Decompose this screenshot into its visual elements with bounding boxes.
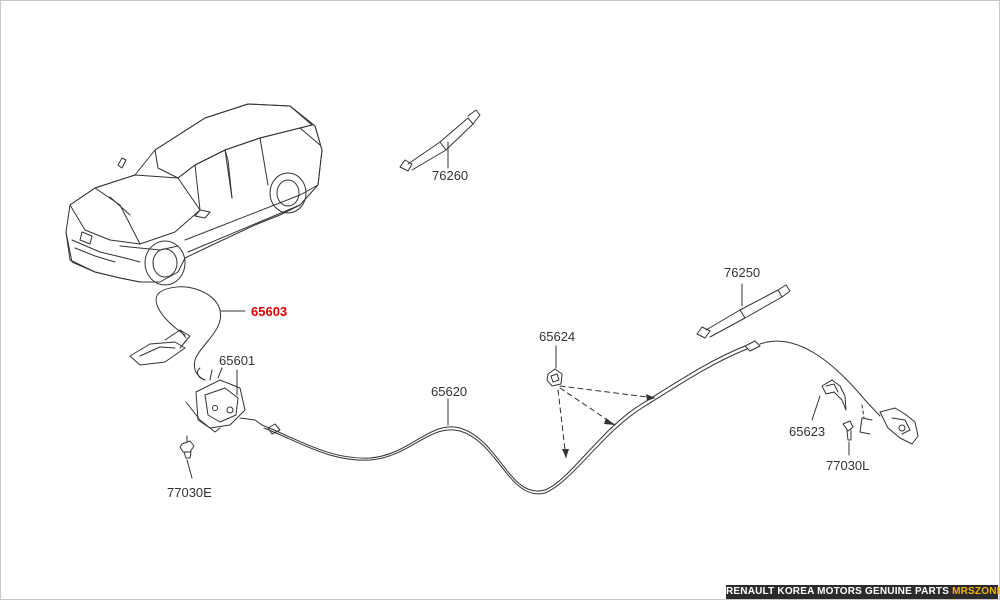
part-label-77030E[interactable]: 77030E bbox=[167, 485, 212, 500]
part-label-76250[interactable]: 76250 bbox=[724, 265, 761, 280]
footer-brand-text: RENAULT KOREA MOTORS GENUINE PARTS bbox=[726, 586, 953, 597]
clip-65624[interactable] bbox=[546, 345, 563, 387]
part-label-77030L[interactable]: 77030L bbox=[826, 458, 870, 473]
hood-latch-65601[interactable] bbox=[185, 367, 263, 433]
bolt-77030L[interactable] bbox=[842, 420, 854, 456]
part-label-65603[interactable]: 65603 bbox=[251, 304, 288, 319]
cable-65620[interactable] bbox=[261, 340, 881, 495]
footer-accent-text: MRSZONE bbox=[952, 586, 1000, 597]
release-handle-65603[interactable] bbox=[129, 286, 246, 381]
bolt-77030E[interactable] bbox=[179, 435, 195, 479]
gas-strut-76260[interactable] bbox=[399, 109, 481, 172]
clip-leader-arrows bbox=[562, 394, 655, 458]
part-label-65601[interactable]: 65601 bbox=[219, 353, 256, 368]
part-label-76260[interactable]: 76260 bbox=[432, 168, 469, 183]
part-label-65620[interactable]: 65620 bbox=[431, 384, 468, 399]
part-label-65623[interactable]: 65623 bbox=[789, 424, 826, 439]
car-illustration bbox=[65, 103, 323, 286]
safety-catch-65623[interactable] bbox=[811, 379, 847, 421]
brand-footer: RENAULT KOREA MOTORS GENUINE PARTS MRSZO… bbox=[726, 585, 1000, 599]
catch-bracket[interactable] bbox=[859, 404, 919, 445]
part-label-65624[interactable]: 65624 bbox=[539, 329, 576, 344]
gas-strut-76250[interactable] bbox=[696, 283, 791, 339]
